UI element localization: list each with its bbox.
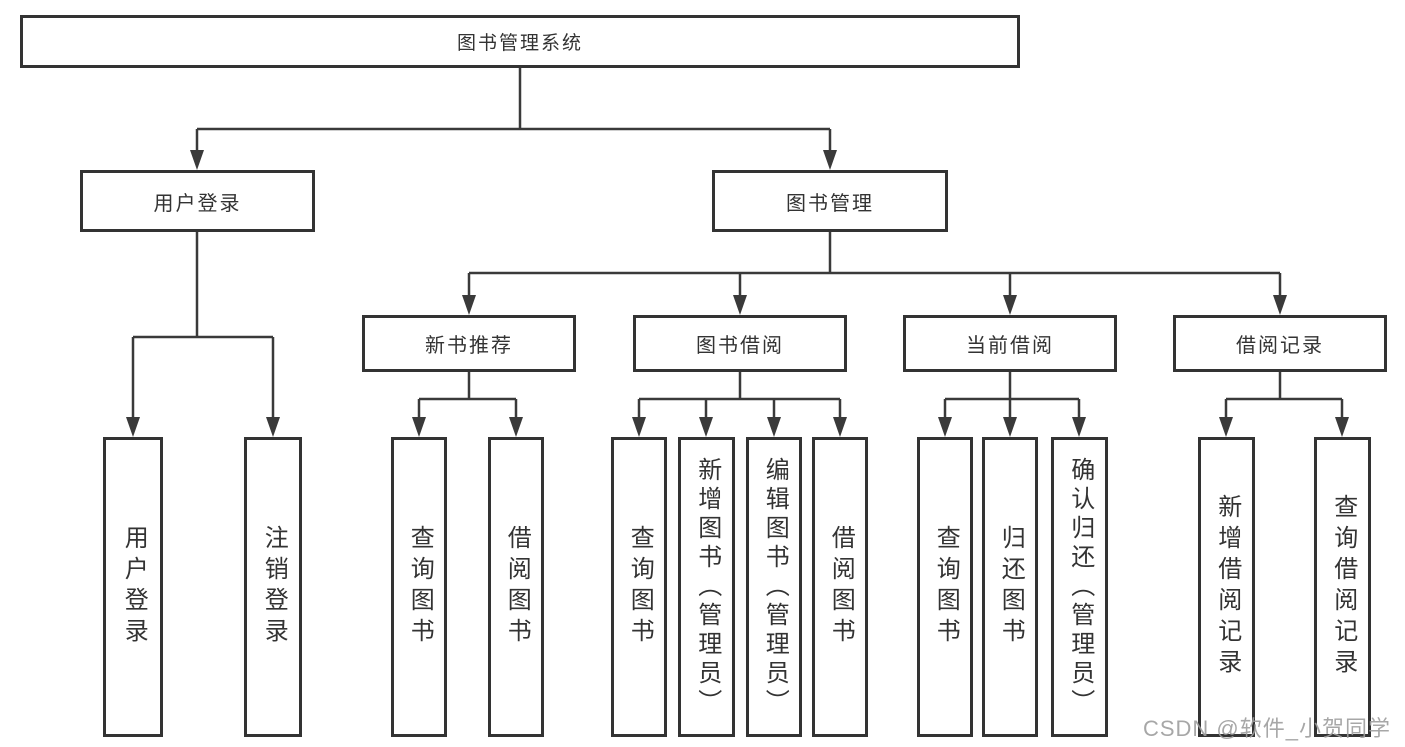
leaf-return-books: 归还图书 [982, 437, 1038, 737]
leaf-add-borrow-record: 新增借阅记录 [1198, 437, 1255, 737]
node-borrowing-records: 借阅记录 [1173, 315, 1387, 372]
leaf-query-books-current: 查询图书 [917, 437, 973, 737]
node-label: 编辑图书（管理员） [761, 456, 789, 718]
node-label: 查询图书 [932, 525, 960, 649]
node-label: 归还图书 [997, 525, 1025, 649]
leaf-borrow-books-borrowing: 借阅图书 [812, 437, 868, 737]
leaf-logout: 注销登录 [244, 437, 302, 737]
node-label: 查询图书 [406, 525, 434, 649]
node-label: 新书推荐 [425, 335, 513, 357]
leaf-query-borrow-record: 查询借阅记录 [1314, 437, 1371, 737]
node-user-login-branch: 用户登录 [80, 170, 315, 232]
leaf-query-books-borrowing: 查询图书 [611, 437, 667, 737]
leaf-edit-book-admin: 编辑图书（管理员） [746, 437, 802, 737]
node-book-borrowing: 图书借阅 [633, 315, 847, 372]
node-label: 图书管理 [786, 192, 874, 215]
node-label: 用户登录 [153, 192, 242, 215]
node-label: 借阅图书 [827, 525, 855, 649]
leaf-user-login: 用户登录 [103, 437, 163, 737]
node-label: 图书管理系统 [456, 33, 583, 54]
node-label: 当前借阅 [966, 335, 1054, 357]
watermark-text: CSDN @软件_小贺同学 [1142, 716, 1391, 741]
leaf-borrow-books-recommend: 借阅图书 [488, 437, 544, 737]
node-book-management: 图书管理 [712, 170, 948, 232]
leaf-add-book-admin: 新增图书（管理员） [678, 437, 735, 737]
leaf-confirm-return-admin: 确认归还（管理员） [1051, 437, 1108, 737]
node-label: 图书借阅 [696, 335, 784, 357]
node-label: 新增借阅记录 [1213, 494, 1241, 680]
node-current-borrowing: 当前借阅 [903, 315, 1117, 372]
node-label: 注销登录 [260, 525, 288, 649]
node-label: 新增图书（管理员） [693, 456, 721, 718]
node-library-management-system: 图书管理系统 [20, 15, 1020, 68]
node-label: 查询借阅记录 [1329, 494, 1357, 680]
node-label: 用户登录 [120, 525, 148, 649]
leaf-query-books-recommend: 查询图书 [391, 437, 447, 737]
node-label: 查询图书 [626, 525, 654, 649]
node-new-book-recommendation: 新书推荐 [362, 315, 576, 372]
node-label: 借阅记录 [1236, 335, 1324, 357]
node-label: 确认归还（管理员） [1066, 456, 1094, 718]
node-label: 借阅图书 [503, 525, 531, 649]
